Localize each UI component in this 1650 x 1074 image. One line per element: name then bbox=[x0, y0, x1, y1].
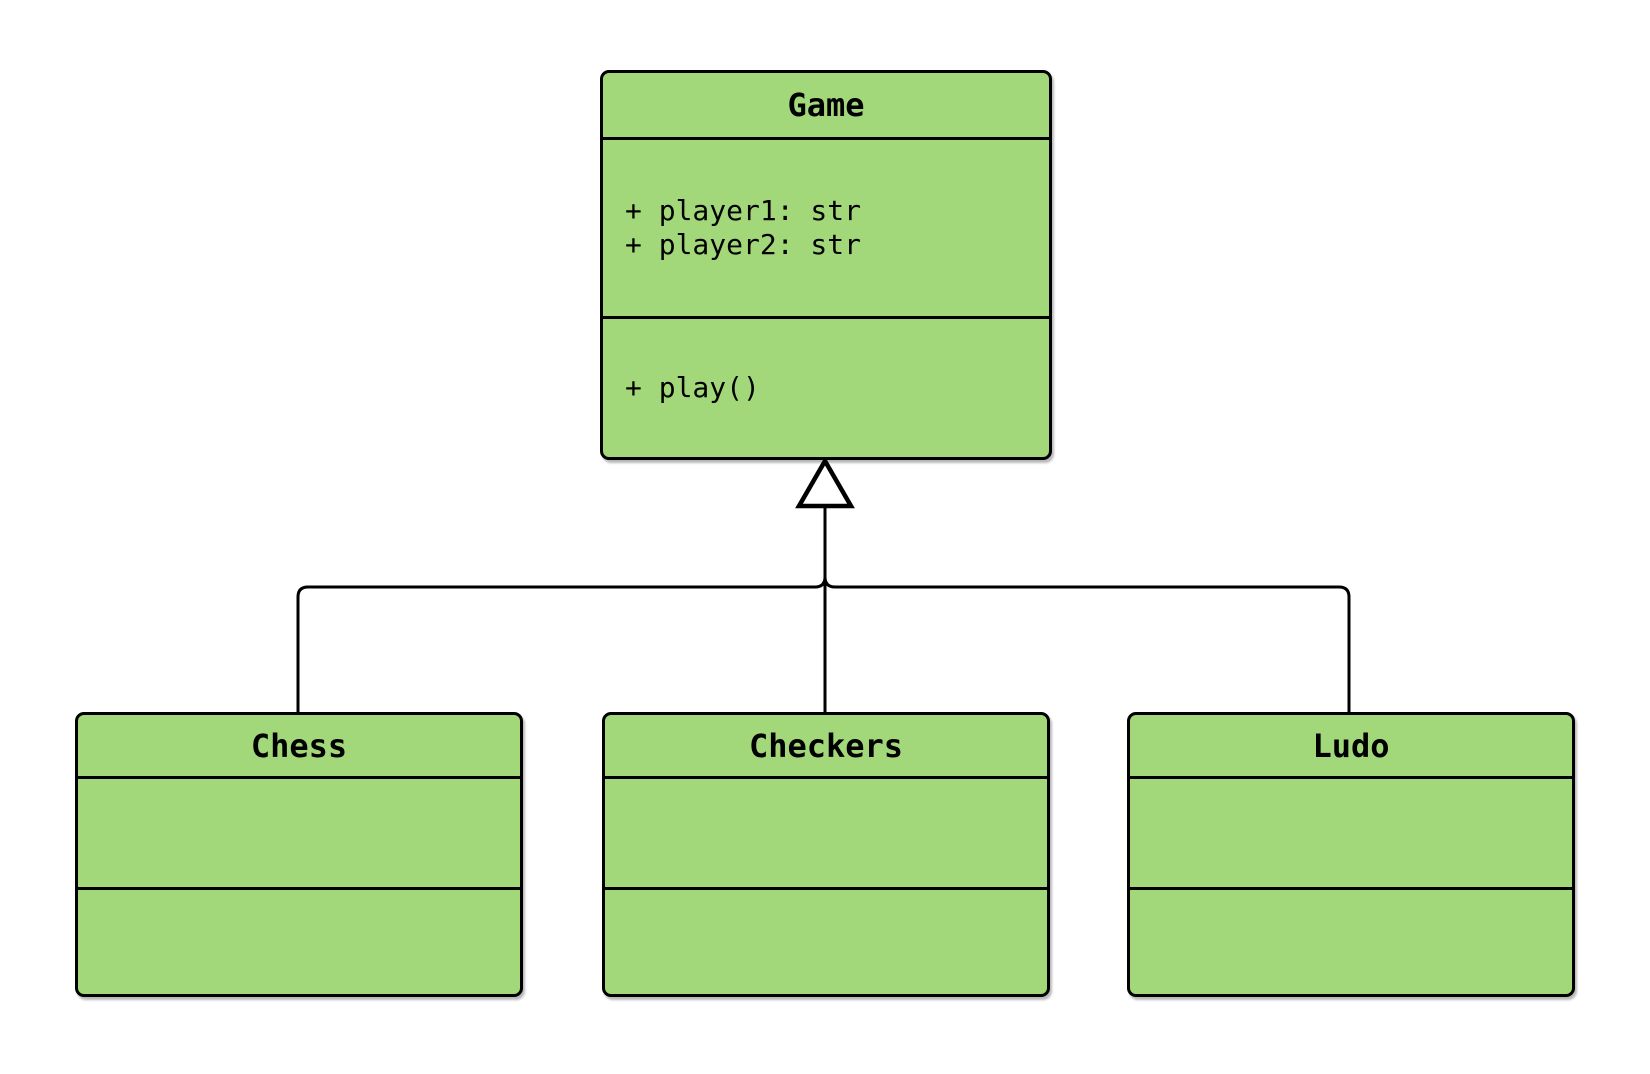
attribute-line: + player1: str bbox=[625, 194, 862, 227]
class-box-chess: Chess bbox=[75, 712, 523, 997]
methods-section bbox=[605, 890, 1047, 994]
class-box-checkers: Checkers bbox=[602, 712, 1050, 997]
edge-chess-to-game bbox=[296, 507, 827, 712]
class-box-ludo: Ludo bbox=[1127, 712, 1575, 997]
methods-section bbox=[1130, 890, 1572, 994]
attributes-section: + player1: str + player2: str bbox=[603, 140, 1049, 319]
attributes-section bbox=[605, 779, 1047, 890]
class-name: Chess bbox=[78, 715, 520, 779]
methods-section: + play() bbox=[603, 319, 1049, 457]
edge-ludo-to-game bbox=[823, 507, 1351, 712]
inheritance-arrow-icon bbox=[795, 456, 855, 509]
method-line: + play() bbox=[625, 371, 760, 404]
attributes-section bbox=[78, 779, 520, 890]
attributes-section bbox=[1130, 779, 1572, 890]
class-name: Game bbox=[603, 73, 1049, 140]
class-name: Checkers bbox=[605, 715, 1047, 779]
class-box-game: Game + player1: str + player2: str + pla… bbox=[600, 70, 1052, 460]
methods-section bbox=[78, 890, 520, 994]
attribute-line: + player2: str bbox=[625, 228, 862, 261]
class-name: Ludo bbox=[1130, 715, 1572, 779]
